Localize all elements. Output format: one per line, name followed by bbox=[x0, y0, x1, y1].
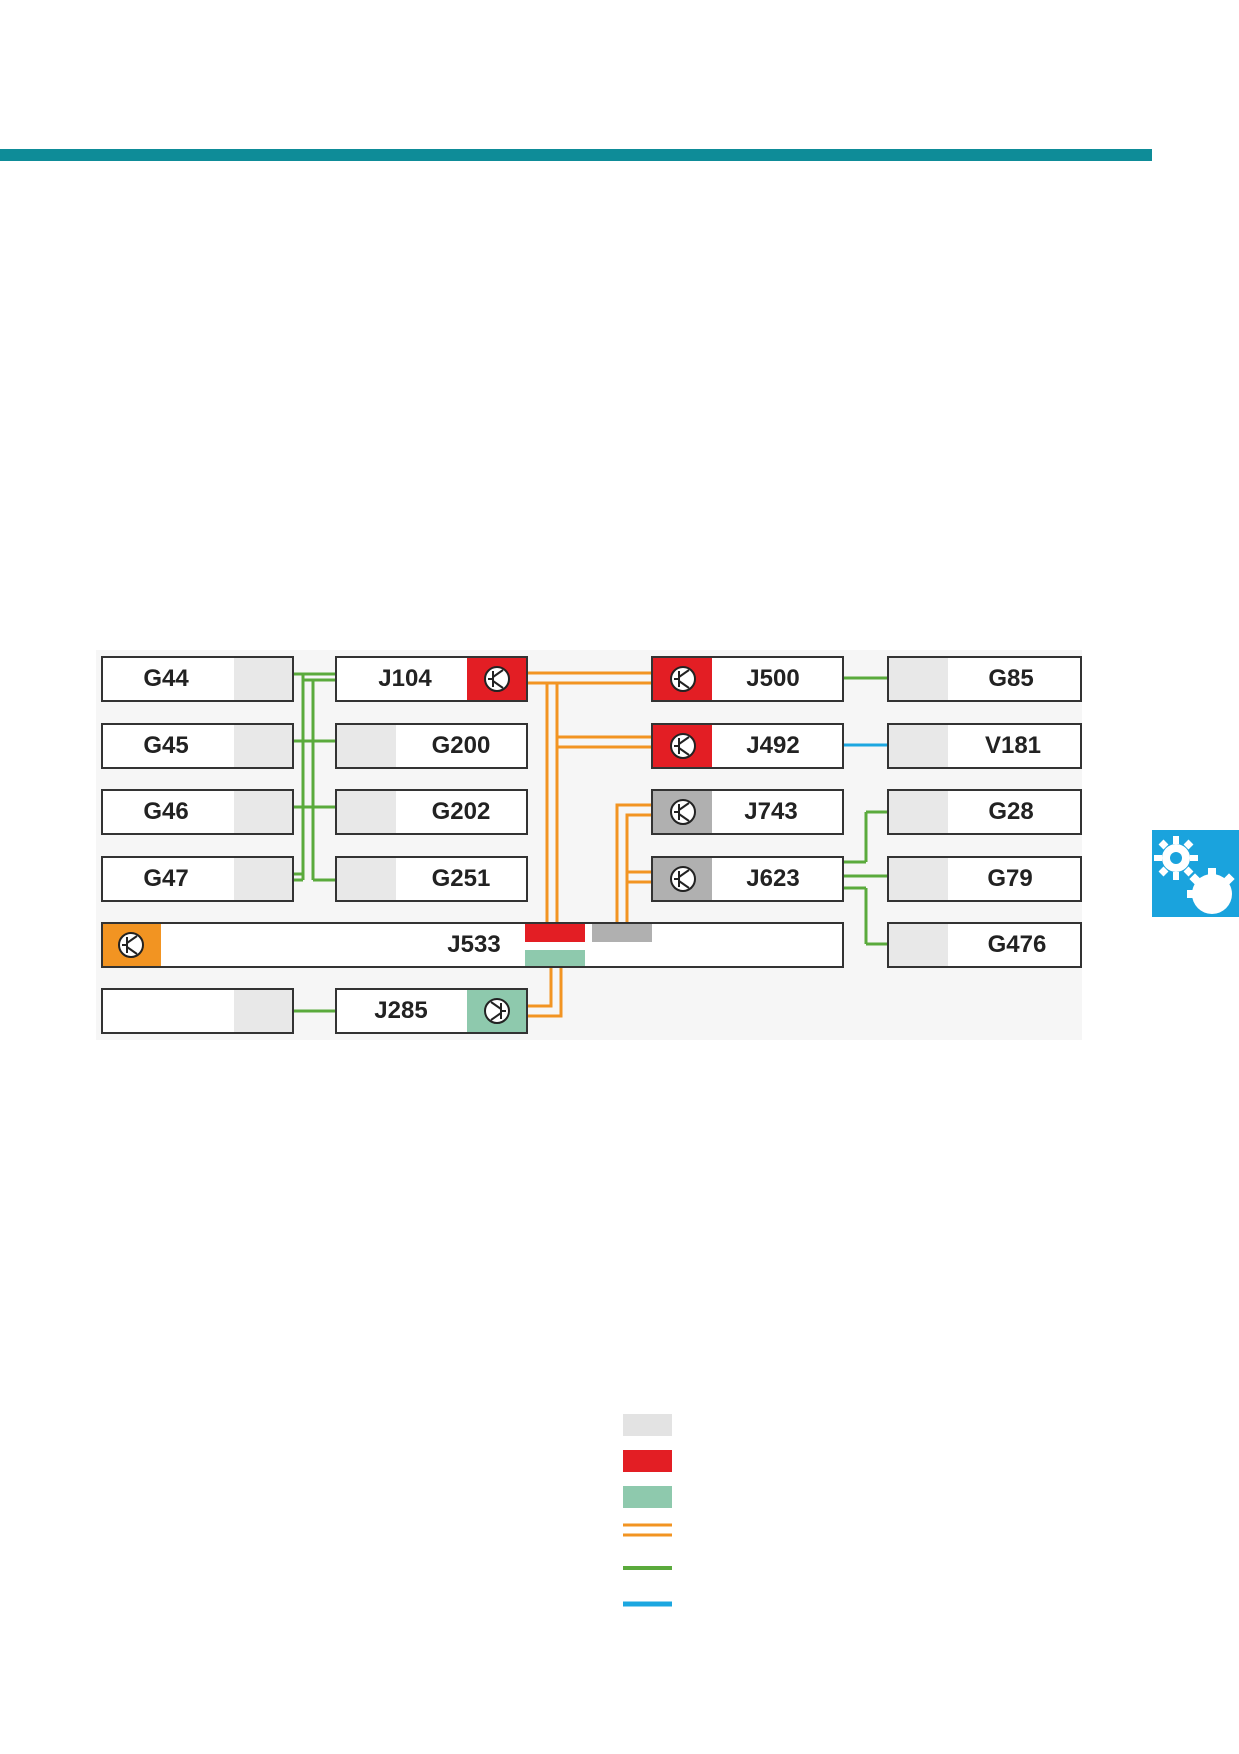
transistor-icon bbox=[484, 666, 510, 692]
left-column: G44 G45 G46 G47 bbox=[101, 656, 294, 1034]
green-bus-wiring bbox=[293, 672, 888, 1013]
right-column: G85 V181 G28 G79 G476 bbox=[887, 656, 1082, 968]
module-j492[interactable]: J492 bbox=[651, 723, 844, 769]
module-g28[interactable]: G28 bbox=[887, 789, 1082, 835]
module-label: J104 bbox=[378, 665, 432, 692]
module-label: J533 bbox=[447, 931, 500, 958]
module-j533-gateway[interactable]: J533 bbox=[101, 922, 844, 968]
red-swatch-icon bbox=[623, 1450, 672, 1472]
module-j104[interactable]: J104 bbox=[335, 656, 528, 702]
module-j743[interactable]: J743 bbox=[651, 789, 844, 835]
can-powertrain-block bbox=[525, 924, 585, 942]
module-label: G45 bbox=[143, 732, 188, 759]
module-j500[interactable]: J500 bbox=[651, 656, 844, 702]
transistor-icon bbox=[670, 799, 696, 825]
module-g45[interactable]: G45 bbox=[101, 723, 294, 769]
module-label: J492 bbox=[746, 732, 799, 759]
module-label: G46 bbox=[143, 798, 188, 825]
module-j285[interactable]: J285 bbox=[335, 988, 528, 1034]
module-label: G79 bbox=[987, 865, 1032, 892]
module-label: G476 bbox=[988, 931, 1047, 958]
module-label: J500 bbox=[746, 665, 799, 692]
module-label: G251 bbox=[432, 865, 491, 892]
can-convenience-block bbox=[525, 950, 585, 966]
diagram-background bbox=[96, 650, 1082, 1040]
right-mid-column: J500 J492 J743 J623 bbox=[651, 656, 844, 902]
module-label: G85 bbox=[988, 665, 1033, 692]
transistor-icon bbox=[670, 733, 696, 759]
module-unlabeled[interactable] bbox=[101, 988, 294, 1034]
orange-double-line-icon bbox=[623, 1523, 672, 1537]
green-swatch-icon bbox=[623, 1486, 672, 1508]
module-label: G200 bbox=[432, 732, 491, 759]
grey-swatch-icon bbox=[623, 1414, 672, 1436]
module-g85[interactable]: G85 bbox=[887, 656, 1082, 702]
module-g47[interactable]: G47 bbox=[101, 856, 294, 902]
can-diagnostic-block bbox=[592, 924, 652, 942]
module-label: G47 bbox=[143, 865, 188, 892]
module-label: J285 bbox=[374, 997, 427, 1024]
module-label: J743 bbox=[744, 798, 797, 825]
legend bbox=[623, 1414, 672, 1607]
orange-can-bus-wiring bbox=[527, 671, 651, 1018]
module-label: G28 bbox=[988, 798, 1033, 825]
module-g79[interactable]: G79 bbox=[887, 856, 1082, 902]
transistor-icon bbox=[484, 998, 510, 1024]
module-g251[interactable]: G251 bbox=[335, 856, 528, 902]
module-g200[interactable]: G200 bbox=[335, 723, 528, 769]
gears-icon bbox=[1152, 830, 1239, 917]
mid-column: J104 G200 G202 G251 J285 bbox=[335, 656, 528, 1034]
module-g44[interactable]: G44 bbox=[101, 656, 294, 702]
module-label: V181 bbox=[985, 732, 1041, 759]
module-g202[interactable]: G202 bbox=[335, 789, 528, 835]
header-accent-bar bbox=[0, 149, 1152, 161]
module-j623[interactable]: J623 bbox=[651, 856, 844, 902]
transistor-icon bbox=[670, 666, 696, 692]
module-g476[interactable]: G476 bbox=[887, 922, 1082, 968]
module-g46[interactable]: G46 bbox=[101, 789, 294, 835]
module-label: J623 bbox=[746, 865, 799, 892]
module-label: G44 bbox=[143, 665, 189, 692]
module-label: G202 bbox=[432, 798, 491, 825]
module-v181[interactable]: V181 bbox=[887, 723, 1082, 769]
transistor-icon bbox=[118, 932, 144, 958]
transistor-icon bbox=[670, 866, 696, 892]
